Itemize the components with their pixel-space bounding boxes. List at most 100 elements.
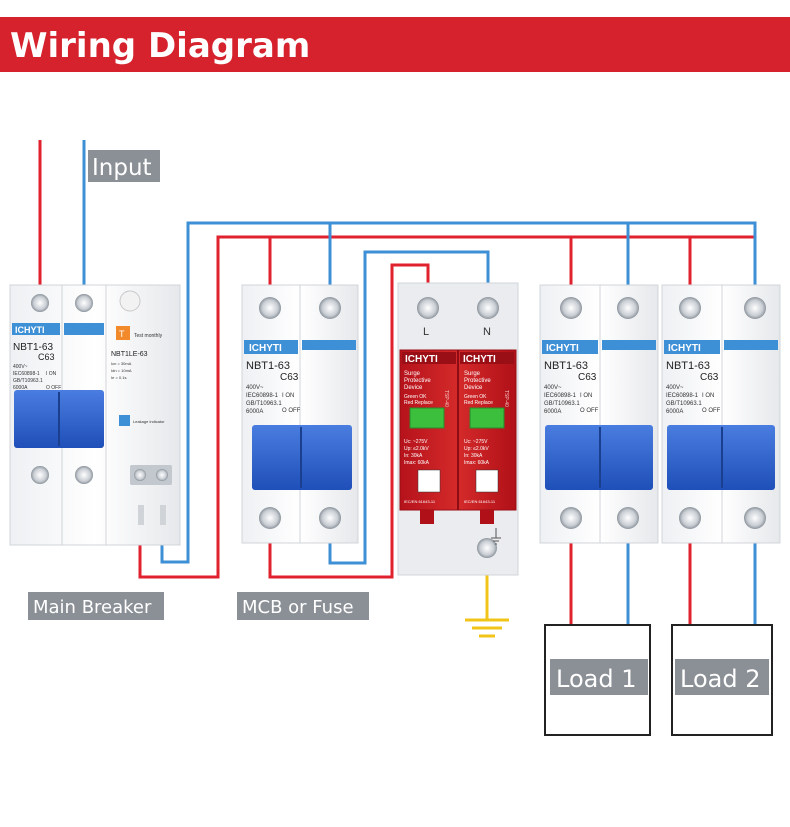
brand-label: ICHYTI	[15, 325, 45, 335]
svg-text:Device: Device	[404, 385, 423, 391]
earth-terminal-icon	[491, 528, 501, 545]
svg-text:I ON: I ON	[702, 393, 714, 399]
svg-text:Green OK: Green OK	[464, 394, 487, 400]
screw-icon	[617, 297, 639, 319]
spd-neutral-wire	[328, 250, 490, 565]
mcb-rating-label: C63	[38, 352, 55, 362]
svg-text:Leakage indicator: Leakage indicator	[133, 419, 165, 424]
mcb-rating-label: C63	[700, 372, 719, 383]
screw-icon	[679, 297, 701, 319]
terminal-l-label: L	[423, 326, 429, 338]
brand-label: ICHYTI	[405, 354, 438, 365]
svg-text:IEC/EN 61643-11: IEC/EN 61643-11	[404, 499, 436, 504]
svg-text:Ie = 0.1s: Ie = 0.1s	[111, 375, 126, 380]
svg-text:O OFF: O OFF	[580, 408, 599, 414]
mcb-rating-label: C63	[280, 372, 299, 383]
screw-icon	[477, 297, 499, 319]
terminal-n-label: N	[483, 326, 491, 338]
svg-text:6000A: 6000A	[246, 409, 263, 415]
screw-icon	[417, 297, 439, 319]
mcb-or-fuse-label: MCB or Fuse	[242, 597, 354, 618]
svg-text:Red Replace: Red Replace	[404, 400, 433, 406]
mcb-model-label: NBT1-63	[246, 360, 290, 372]
svg-text:Uc: ~275V: Uc: ~275V	[404, 439, 428, 445]
spd-live-wire	[268, 263, 430, 579]
main-breaker-label: Main Breaker	[33, 597, 152, 618]
screw-icon	[560, 507, 582, 529]
svg-text:TSP-40: TSP-40	[443, 390, 449, 407]
rcd-model-label: NBT1LE-63	[111, 351, 148, 358]
svg-text:IEC60898-1: IEC60898-1	[13, 371, 40, 377]
svg-text:IEC60898-1: IEC60898-1	[666, 393, 699, 399]
load1-label: Load 1	[556, 665, 636, 693]
screw-icon	[75, 294, 93, 312]
screw-icon	[679, 507, 701, 529]
svg-text:6000A: 6000A	[544, 409, 561, 415]
test-button[interactable]	[116, 326, 130, 340]
screw-icon	[617, 507, 639, 529]
svg-text:Icn = 30mA: Icn = 30mA	[111, 361, 132, 366]
brand-label: ICHYTI	[546, 343, 579, 354]
screw-icon	[75, 466, 93, 484]
svg-text:Red Replace: Red Replace	[464, 400, 493, 406]
load1-mcb: ICHYTI NBT1-63 C63 400V~ IEC60898-1 GB/T…	[539, 284, 659, 544]
screw-icon	[31, 466, 49, 484]
svg-text:IEC/EN 61643-11: IEC/EN 61643-11	[464, 499, 496, 504]
svg-text:In: 30kA: In: 30kA	[464, 453, 483, 459]
screw-icon	[744, 297, 766, 319]
qr-code	[475, 469, 499, 493]
leakage-indicator	[119, 415, 130, 426]
status-window-ok	[409, 407, 445, 429]
svg-text:400V~: 400V~	[13, 364, 28, 370]
qr-code	[417, 469, 441, 493]
ground-symbol	[465, 618, 509, 638]
main-breaker: ICHYTI NBT1-63 C63 400V~ IEC60898-1 GB/T…	[9, 284, 181, 546]
svg-text:I ON: I ON	[46, 371, 57, 377]
page-title: Wiring Diagram	[10, 26, 310, 66]
screw-icon	[259, 507, 281, 529]
svg-text:Surge: Surge	[404, 371, 421, 377]
svg-text:GB/T10963.1: GB/T10963.1	[666, 401, 702, 407]
svg-text:GB/T10963.1: GB/T10963.1	[544, 401, 580, 407]
mcb-model-label: NBT1-63	[13, 342, 53, 353]
svg-text:Green OK: Green OK	[404, 394, 427, 400]
svg-text:Uc: ~275V: Uc: ~275V	[464, 439, 488, 445]
load2-label: Load 2	[680, 665, 760, 693]
svg-text:O OFF: O OFF	[282, 408, 301, 414]
svg-text:Device: Device	[464, 385, 483, 391]
neutral-drop-load2	[628, 221, 757, 300]
svg-text:6000A: 6000A	[13, 385, 28, 391]
svg-text:Protective: Protective	[404, 378, 431, 384]
svg-text:6000A: 6000A	[666, 409, 683, 415]
live-bus-wire	[138, 235, 755, 579]
svg-text:Imax: 60kA: Imax: 60kA	[404, 460, 430, 466]
screw-icon	[31, 294, 49, 312]
svg-text:I ON: I ON	[282, 393, 294, 399]
svg-text:400V~: 400V~	[246, 385, 264, 391]
svg-text:In: 30kA: In: 30kA	[404, 453, 423, 459]
mcb-model-label: NBT1-63	[666, 360, 710, 372]
screw-icon	[319, 507, 341, 529]
svg-text:400V~: 400V~	[666, 385, 684, 391]
mcb-fuse: ICHYTI NBT1-63 C63 400V~ IEC60898-1 GB/T…	[241, 284, 359, 544]
brand-label: ICHYTI	[463, 354, 496, 365]
svg-text:I ON: I ON	[580, 393, 592, 399]
mcb-model-label: NBT1-63	[544, 360, 588, 372]
mcb-rating-label: C63	[578, 372, 597, 383]
load2-mcb: ICHYTI NBT1-63 C63 400V~ IEC60898-1 GB/T…	[661, 284, 781, 544]
svg-text:IEC60898-1: IEC60898-1	[246, 393, 279, 399]
svg-text:GB/T10963.1: GB/T10963.1	[246, 401, 282, 407]
status-window-ok	[469, 407, 505, 429]
screw-icon	[319, 297, 341, 319]
svg-text:Test monthly: Test monthly	[134, 333, 163, 339]
screw-icon	[156, 469, 168, 481]
svg-text:Surge: Surge	[464, 371, 481, 377]
brand-label: ICHYTI	[249, 343, 282, 354]
screw-icon	[477, 538, 497, 558]
svg-text:Protective: Protective	[464, 378, 491, 384]
svg-text:Idn = 10mA: Idn = 10mA	[111, 368, 132, 373]
screw-icon	[744, 507, 766, 529]
svg-text:GB/T10963.1: GB/T10963.1	[13, 378, 43, 384]
svg-text:Up: ≤2.0kV: Up: ≤2.0kV	[464, 446, 489, 452]
screw-icon	[259, 297, 281, 319]
